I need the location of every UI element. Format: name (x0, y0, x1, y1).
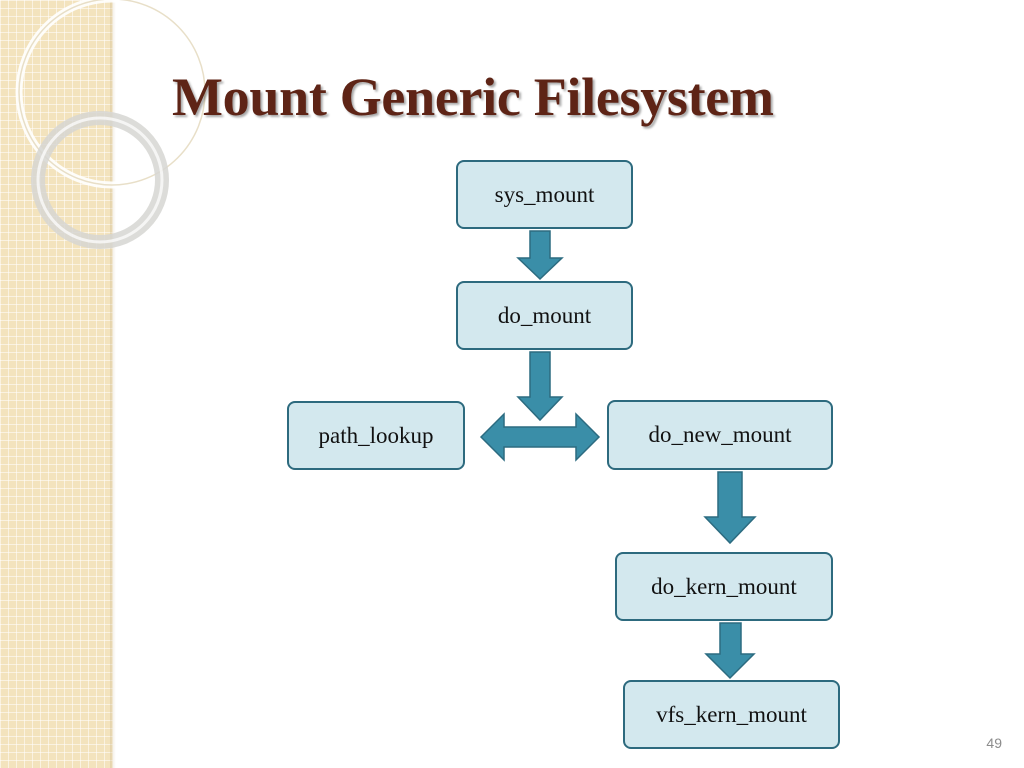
node-do-kern-mount: do_kern_mount (615, 552, 833, 621)
arrow-kern-to-vfs (704, 622, 756, 680)
node-path-lookup: path_lookup (287, 401, 465, 470)
arrow-sys-to-do-mount (516, 230, 564, 281)
arrow-new-to-kern (703, 471, 757, 545)
node-sys-mount: sys_mount (456, 160, 633, 229)
arrow-double-path-new (479, 412, 601, 462)
node-vfs-kern-mount: vfs_kern_mount (623, 680, 840, 749)
node-do-mount: do_mount (456, 281, 633, 350)
slide-title: Mount Generic Filesystem (172, 67, 774, 127)
arrow-do-mount-down (516, 351, 564, 422)
side-band-edge (110, 0, 116, 768)
node-do-new-mount: do_new_mount (607, 400, 833, 470)
page-number: 49 (986, 735, 1002, 751)
decorative-circles (15, 0, 209, 249)
